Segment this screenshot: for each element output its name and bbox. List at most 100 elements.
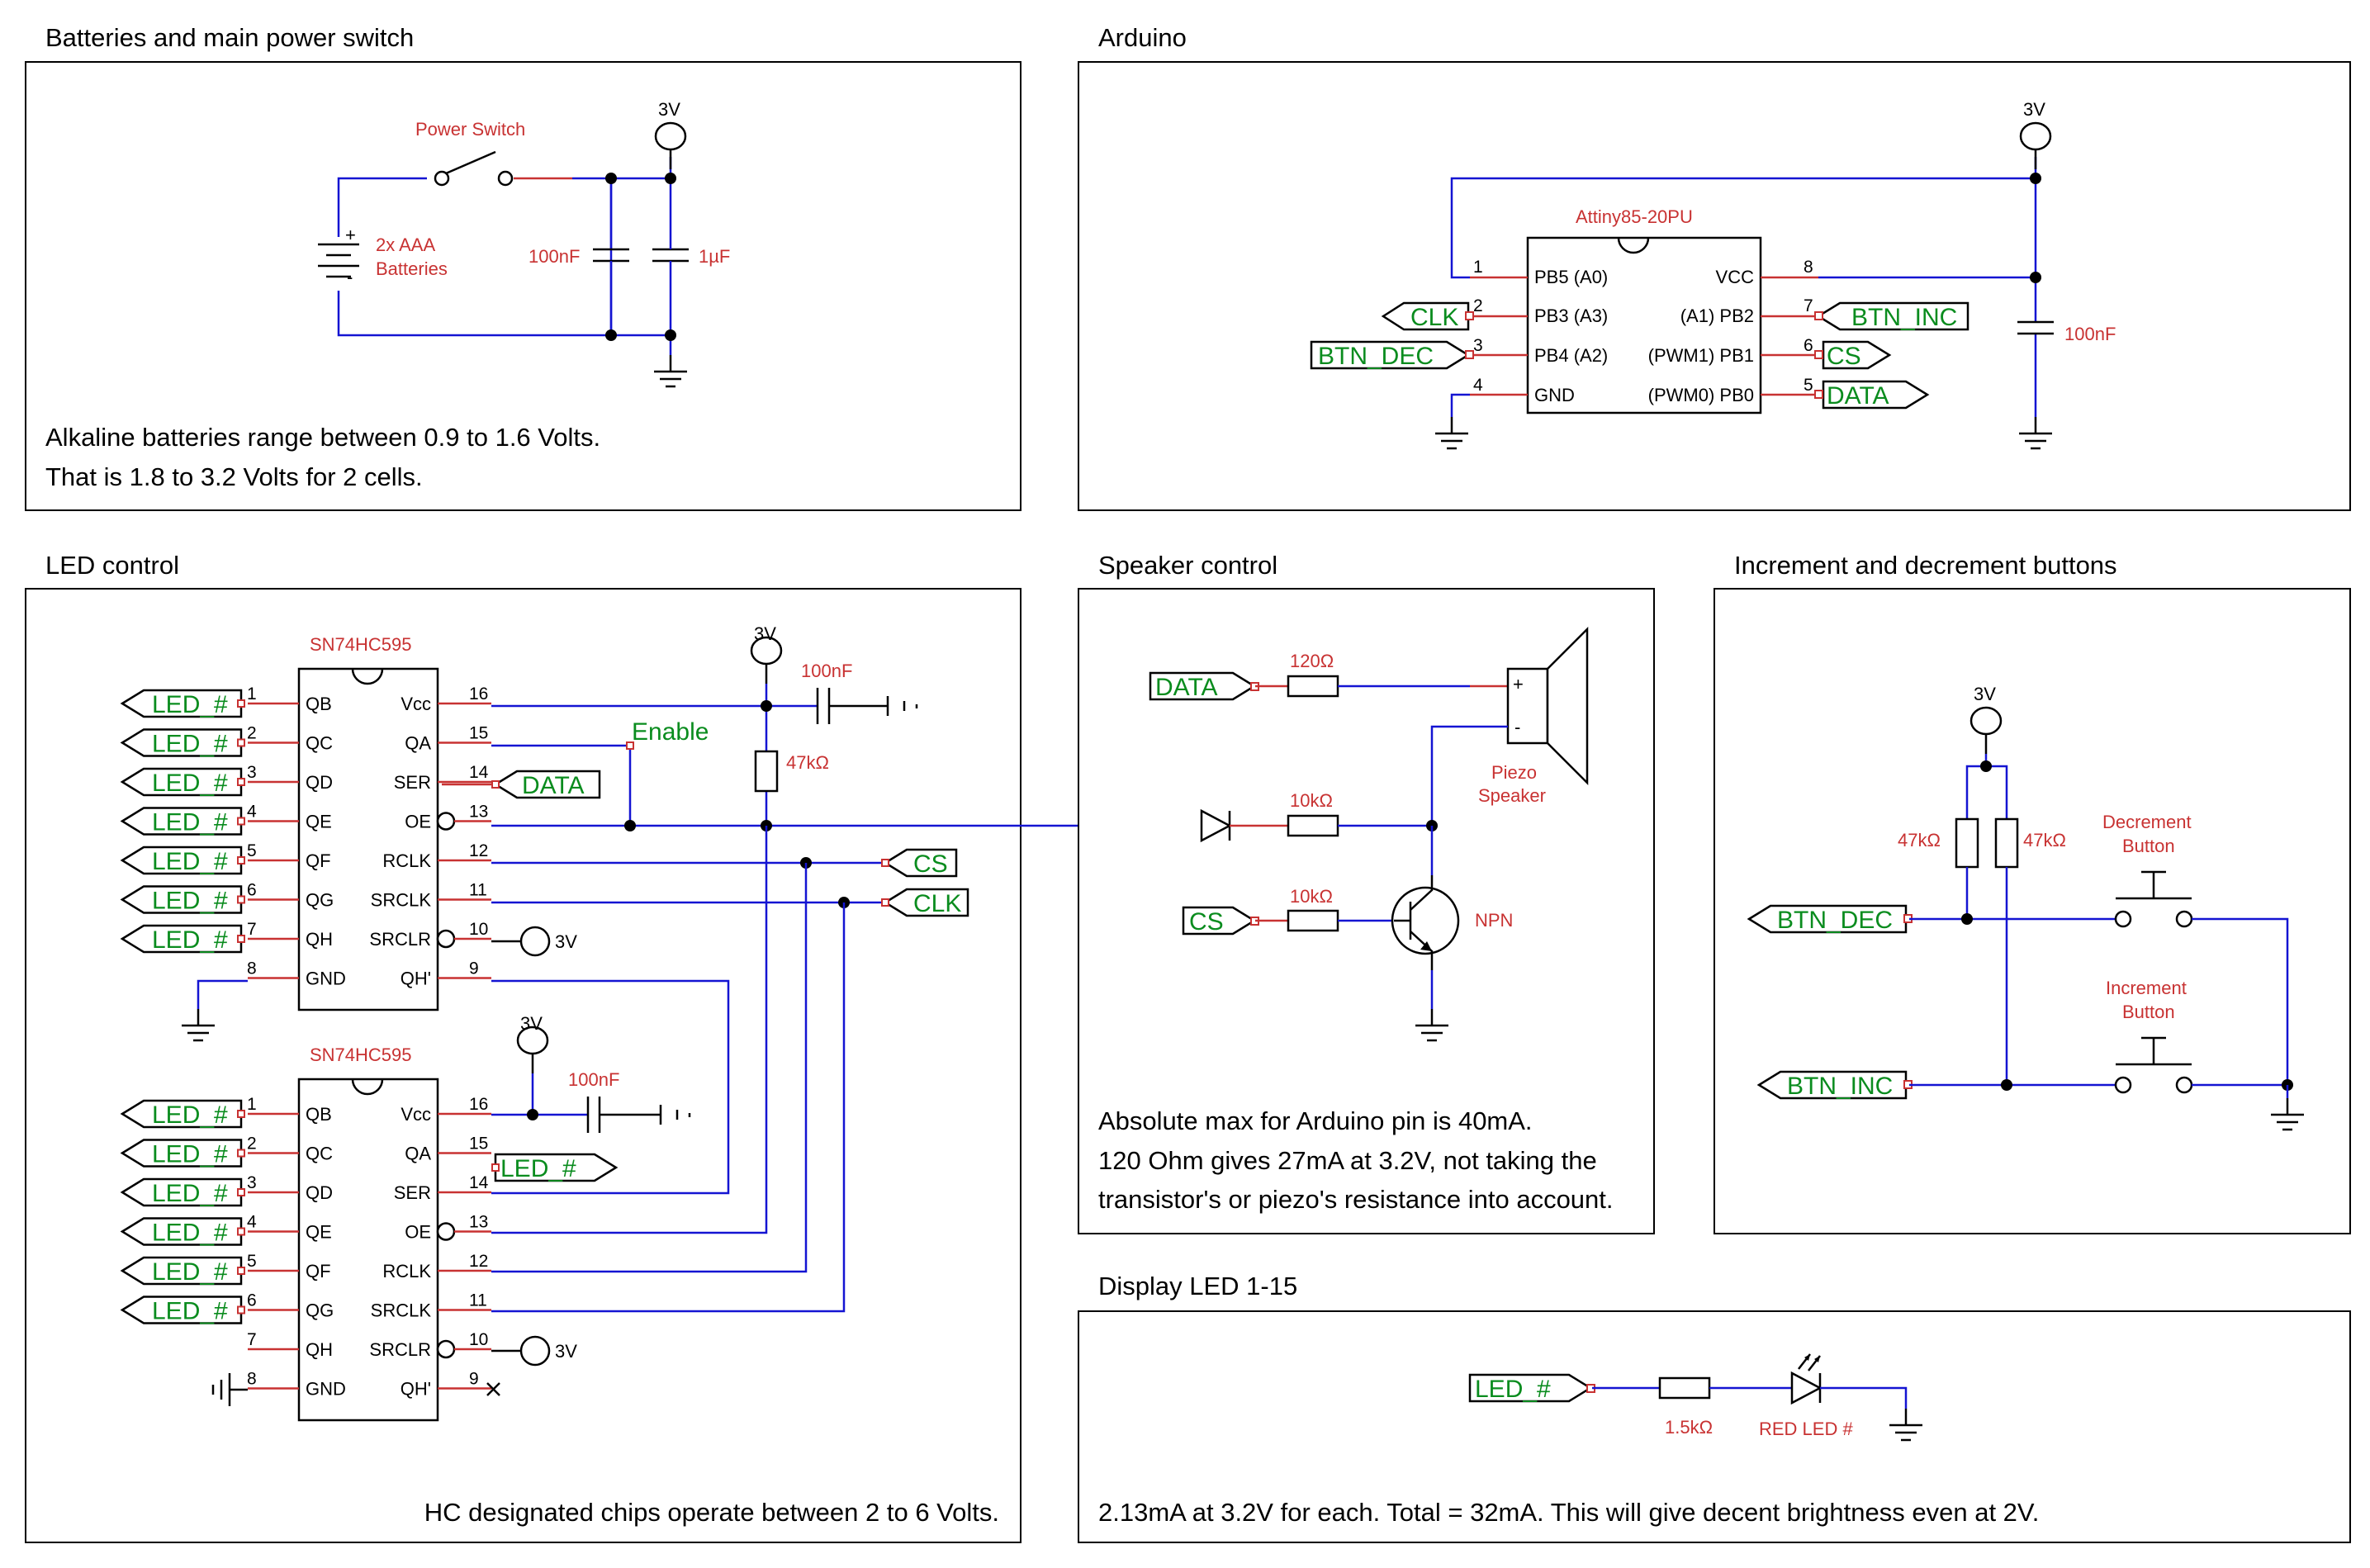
pin-number: 14: [469, 1173, 489, 1192]
pin-name: SRCLK: [371, 1300, 432, 1321]
pin-name: Vcc: [401, 1104, 431, 1125]
dec-label-line1: Decrement: [2102, 812, 2192, 832]
pin-name: QC: [306, 1144, 333, 1164]
led-control-note: HC designated chips operate between 2 to…: [424, 1498, 999, 1527]
net-label-led: LED_#: [152, 926, 228, 954]
pin-name: (PWM0) PB0: [1648, 385, 1754, 405]
pin-name: QH: [306, 929, 333, 950]
pin-number: 2: [1473, 296, 1483, 315]
r1-label: 47kΩ: [1898, 830, 1941, 850]
speaker-note-line1: Absolute max for Arduino pin is 40mA.: [1098, 1106, 1533, 1135]
supply-3v-label: 3V: [520, 1013, 543, 1034]
pin-number: 9: [469, 1370, 479, 1389]
pin-name: (A1) PB2: [1680, 306, 1754, 326]
cap-label: 100nF: [2064, 324, 2116, 344]
net-label-btn-inc: BTN_INC: [1851, 304, 1957, 331]
enable-label: Enable: [632, 718, 709, 746]
pin-name: QG: [306, 890, 334, 911]
pin-number: 4: [1473, 376, 1483, 395]
piezo-speaker: [1506, 626, 1589, 786]
piezo-label-line2: Speaker: [1478, 785, 1546, 806]
pin-number: 7: [247, 920, 257, 939]
panel-display: Display LED 1-15 LED_# 1.5kΩ RED LED # 2…: [1078, 1272, 2351, 1543]
supply-3v-label: 3V: [658, 99, 680, 120]
panel-title: Arduino: [1098, 23, 1187, 52]
battery-symbol: [318, 243, 359, 278]
chip-name: SN74HC595: [310, 1045, 412, 1065]
cap-label: 100nF: [801, 661, 852, 681]
pin-number: 2: [247, 724, 257, 743]
display-note: 2.13mA at 3.2V for each. Total = 32mA. T…: [1098, 1498, 2039, 1527]
pin-number: 15: [469, 724, 488, 743]
panel-speaker: Speaker control DATA 120Ω + - Piezo Spea…: [1078, 551, 1655, 1234]
pin-name: QD: [306, 772, 333, 793]
r2-label: 47kΩ: [2023, 830, 2066, 850]
panel-title: Batteries and main power switch: [45, 23, 414, 52]
net-label-btn-dec: BTN_DEC: [1318, 343, 1434, 370]
net-label-cs: CS: [913, 850, 948, 878]
cap-label: 100nF: [568, 1069, 619, 1090]
resistor-10k-base: [1287, 909, 1339, 932]
pin-number: 1: [247, 685, 257, 703]
pin-number: 10: [469, 920, 488, 939]
net-label-led: LED_#: [152, 1220, 228, 1247]
r2-label: 10kΩ: [1290, 790, 1333, 811]
pin-name: SRCLR: [369, 1339, 431, 1360]
red-led: [1790, 1353, 1823, 1405]
pin-number: 10: [469, 1330, 488, 1349]
battery-label-line1: 2x AAA: [376, 234, 435, 255]
panel-batteries: Batteries and main power switch Power Sw…: [25, 23, 1021, 511]
pin-name: QC: [306, 733, 333, 754]
speaker-note-line3: transistor's or piezo's resistance into …: [1098, 1185, 1614, 1214]
piezo-minus: -: [1514, 717, 1520, 737]
net-label-led: LED_#: [152, 1298, 228, 1325]
panel-title: Display LED 1-15: [1098, 1272, 1297, 1300]
pin-name: SRCLR: [369, 929, 431, 950]
pin-name: OE: [405, 1222, 431, 1243]
net-label-led: LED_#: [152, 691, 228, 718]
resistor-label: 1.5kΩ: [1665, 1417, 1713, 1438]
battery-note-line1: Alkaline batteries range between 0.9 to …: [45, 423, 600, 452]
pin-number: 14: [469, 763, 489, 782]
pin-number: 8: [247, 1370, 257, 1389]
pin-number: 7: [247, 1330, 257, 1349]
r3-label: 10kΩ: [1290, 886, 1333, 907]
resistor-47k: [754, 750, 779, 793]
supply-3v-label: 3V: [754, 623, 776, 644]
battery-plus: +: [345, 225, 356, 245]
net-label-clk: CLK: [1410, 304, 1458, 331]
pin-number: 5: [1804, 376, 1813, 395]
supply-3v-label: 3V: [555, 1341, 577, 1362]
r1-label: 120Ω: [1290, 651, 1334, 671]
pin-number: 6: [247, 1291, 257, 1310]
pin-name: QH: [306, 1339, 333, 1360]
pin-name: GND: [306, 1379, 346, 1400]
piezo-label-line1: Piezo: [1491, 762, 1537, 783]
pin-number: 4: [247, 803, 257, 822]
pin-name: QH': [401, 1379, 431, 1400]
net-label-led: LED_#: [500, 1155, 576, 1182]
pin-name: QG: [306, 1300, 334, 1321]
net-label-led: LED_#: [152, 848, 228, 875]
net-label-led: LED_#: [152, 1180, 228, 1207]
pin-number: 8: [247, 959, 257, 978]
battery-label-line2: Batteries: [376, 258, 448, 279]
chip-name: SN74HC595: [310, 634, 412, 655]
attiny85-chip: [1526, 236, 1762, 415]
pin-number: 16: [469, 685, 488, 703]
pin-name: QD: [306, 1182, 333, 1203]
pin-name: QA: [405, 1144, 431, 1164]
pin-number: 6: [1804, 336, 1813, 355]
npn-transistor: [1391, 875, 1460, 970]
pin-name: QF: [306, 850, 331, 871]
net-label-data: DATA: [522, 772, 585, 799]
supply-3v-label: 3V: [1974, 684, 1996, 704]
pin-name: GND: [306, 969, 346, 989]
panel-buttons: Increment and decrement buttons 3V 47kΩ …: [1714, 551, 2351, 1234]
resistor-47k-left: [1955, 817, 1979, 869]
net-label-led: LED_#: [152, 1258, 228, 1286]
pin-number: 13: [469, 803, 488, 822]
